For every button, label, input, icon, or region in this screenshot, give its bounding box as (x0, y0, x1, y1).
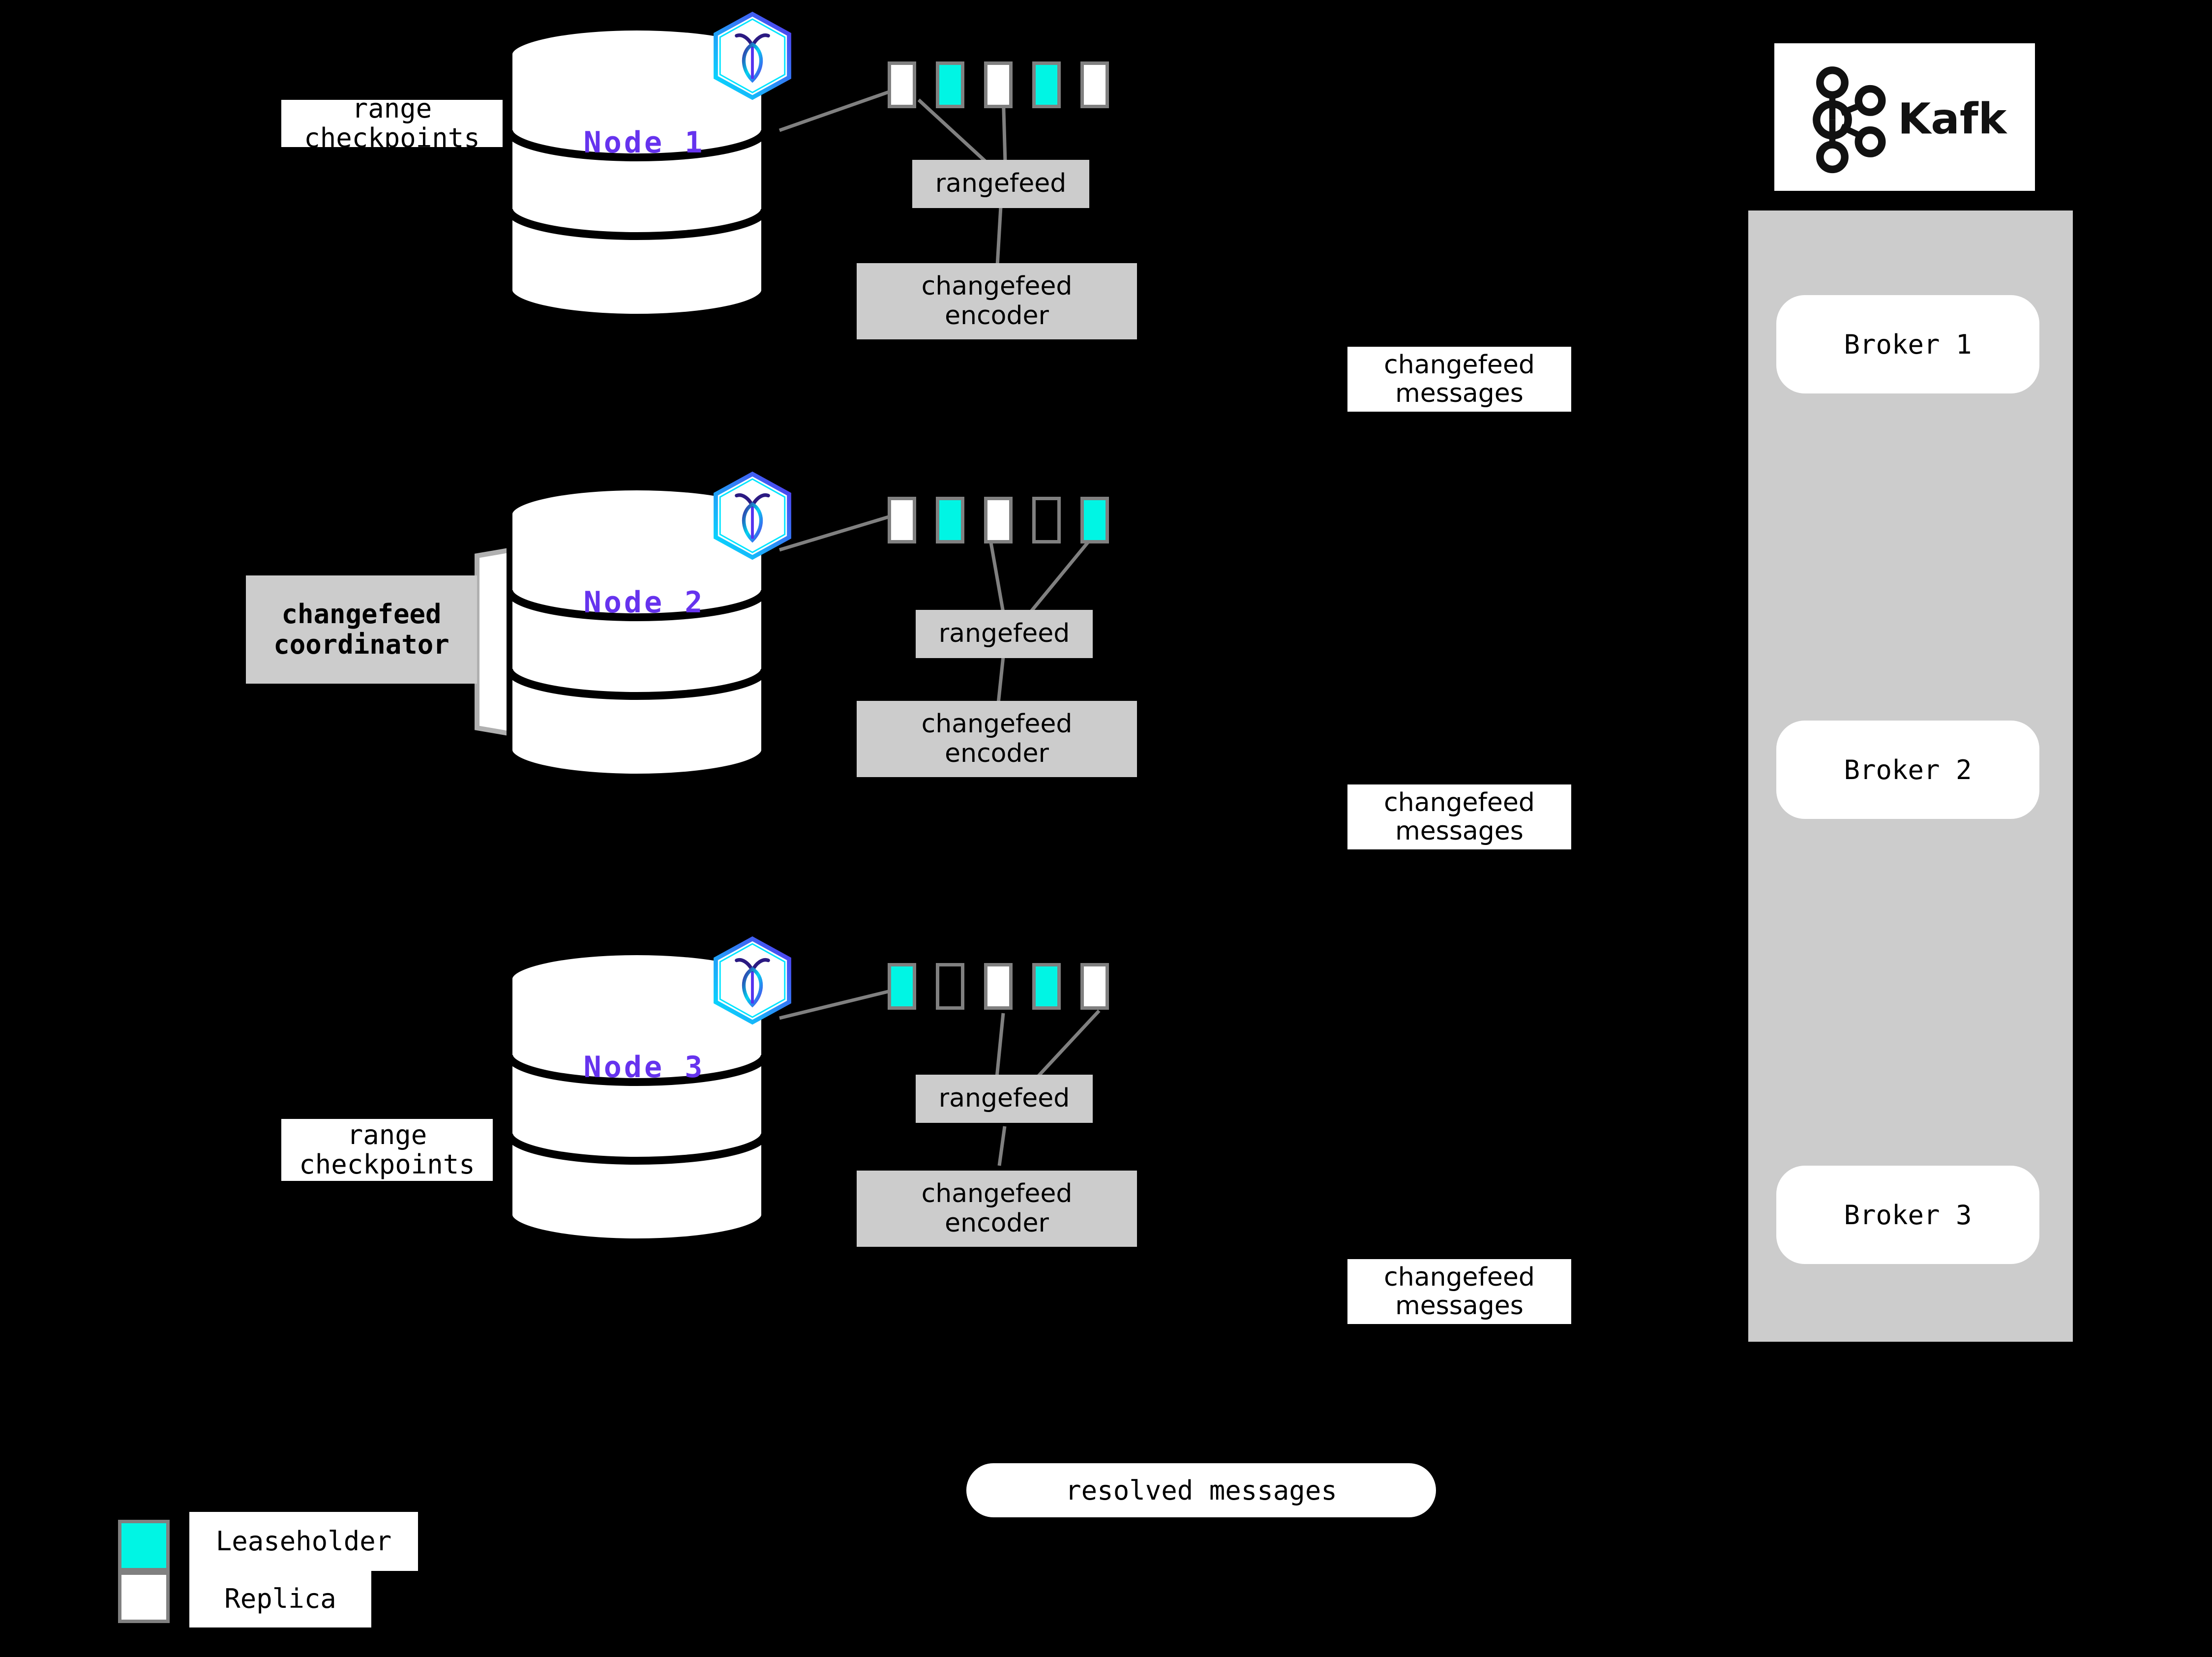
rangefeed-box-node3[interactable]: rangefeed (916, 1075, 1093, 1123)
range-checkpoints-line1: range (347, 1119, 427, 1150)
cockroachdb-logo-node1 (714, 11, 791, 100)
range-box[interactable] (936, 497, 964, 543)
messages-line1: changefeed (1384, 787, 1535, 817)
database-cylinder-node3 (507, 949, 769, 1244)
range-box[interactable] (888, 497, 916, 543)
encoder-line1: changefeed (921, 271, 1073, 301)
encoder-line1: changefeed (921, 709, 1073, 739)
range-box[interactable] (1080, 497, 1109, 543)
changefeed-coordinator-box[interactable]: changefeed coordinator (246, 575, 477, 684)
legend-label-leaseholder: Leaseholder (189, 1512, 418, 1571)
range-box[interactable] (936, 963, 964, 1010)
range-box[interactable] (1080, 963, 1109, 1010)
range-box[interactable] (984, 963, 1013, 1010)
encoder-line2: encoder (945, 738, 1049, 768)
range-box[interactable] (1032, 497, 1061, 543)
changefeed-messages-label-1: changefeed messages (1347, 347, 1571, 412)
rangefeed-box-node2[interactable]: rangefeed (916, 610, 1093, 658)
changefeed-messages-label-2: changefeed messages (1347, 784, 1571, 849)
coordinator-line1: changefeed (281, 599, 442, 630)
coordinator-line2: coordinator (273, 629, 449, 660)
changefeed-encoder-box-node2[interactable]: changefeed encoder (857, 701, 1137, 777)
kafka-wordmark: Kafka (1898, 94, 2008, 144)
broker-box-1[interactable]: Broker 1 (1776, 295, 2039, 393)
range-box[interactable] (984, 497, 1013, 543)
encoder-line1: changefeed (921, 1179, 1073, 1209)
messages-line2: messages (1395, 816, 1524, 846)
range-box[interactable] (1080, 61, 1109, 108)
cockroachdb-logo-node2 (714, 471, 791, 560)
messages-line2: messages (1395, 379, 1524, 408)
cockroachdb-logo-node3 (714, 936, 791, 1025)
node-label-node2: Node 2 (583, 585, 705, 620)
range-row-node3 (888, 963, 1134, 1010)
resolved-messages-pill[interactable]: resolved messages (966, 1463, 1436, 1517)
range-box[interactable] (936, 61, 964, 108)
encoder-line2: encoder (945, 1208, 1049, 1238)
legend-swatch-replica (118, 1571, 170, 1623)
range-box[interactable] (1032, 963, 1061, 1010)
messages-line1: changefeed (1384, 1262, 1535, 1292)
broker-box-2[interactable]: Broker 2 (1776, 721, 2039, 819)
range-checkpoints-line1: range (352, 100, 432, 124)
kafka-logo-icon: Kafka (1813, 66, 2008, 174)
range-row-node2 (888, 497, 1134, 543)
range-box[interactable] (1032, 61, 1061, 108)
node-label-node3: Node 3 (583, 1050, 705, 1085)
legend-label-replica: Replica (189, 1571, 371, 1627)
legend-swatch-leaseholder (118, 1520, 170, 1571)
range-checkpoints-line2: checkpoints (304, 122, 480, 147)
changefeed-messages-label-3: changefeed messages (1347, 1259, 1571, 1324)
broker-box-3[interactable]: Broker 3 (1776, 1166, 2039, 1264)
encoder-line2: encoder (945, 301, 1049, 331)
changefeed-encoder-box-node1[interactable]: changefeed encoder (857, 263, 1137, 339)
range-row-node1 (888, 61, 1134, 108)
range-checkpoints-label-node3: range checkpoints (281, 1119, 493, 1181)
rangefeed-box-node1[interactable]: rangefeed (912, 160, 1089, 208)
changefeed-encoder-box-node3[interactable]: changefeed encoder (857, 1171, 1137, 1247)
legend: Leaseholder Replica (118, 1512, 423, 1633)
range-checkpoints-label-node1: range checkpoints (281, 100, 503, 147)
messages-line1: changefeed (1384, 350, 1535, 380)
range-box[interactable] (888, 61, 916, 108)
kafka-logo-box: Kafka (1774, 43, 2035, 191)
range-box[interactable] (888, 963, 916, 1010)
messages-line2: messages (1395, 1291, 1524, 1321)
range-box[interactable] (984, 61, 1013, 108)
database-cylinder-node1 (507, 25, 769, 320)
range-checkpoints-line2: checkpoints (299, 1149, 475, 1180)
node-label-node1: Node 1 (583, 125, 705, 160)
